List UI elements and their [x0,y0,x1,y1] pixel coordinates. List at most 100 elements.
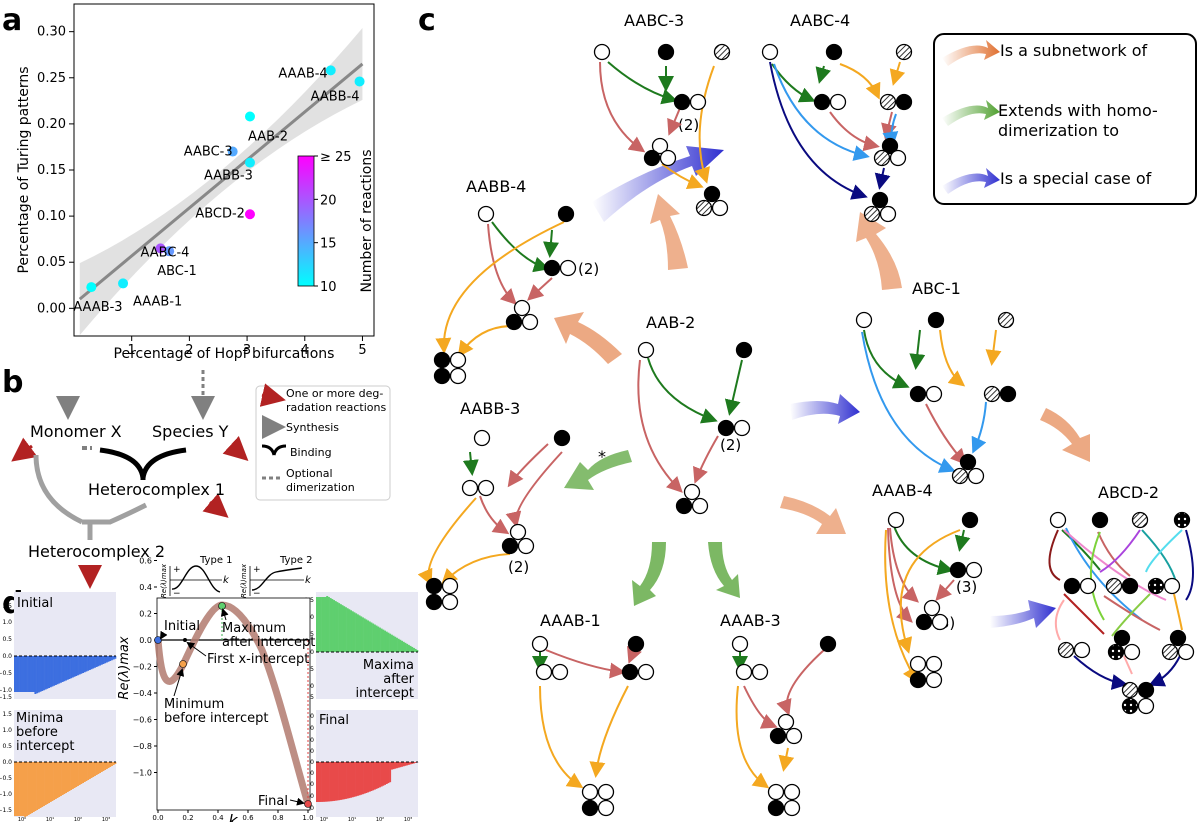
species-node [931,613,949,631]
species-node [713,43,731,61]
point-marker [244,209,255,220]
relation-arrow-green [564,450,632,490]
legend-binding-icon [261,444,287,456]
hist-bar [380,762,383,787]
hist-bar [99,762,101,773]
relation-arrow-green [708,542,740,598]
hist-bar [36,656,39,694]
inset-k: k [223,575,230,586]
species-node [433,367,451,385]
multiplicity: (2) [720,436,741,454]
species-node [813,93,831,111]
hist-bar [76,762,79,786]
hist-bar [58,656,61,684]
y-tick-label: 0.30 [37,25,66,40]
heterocomplex-2-label: Heterocomplex 2 [28,542,165,561]
species-node [597,799,615,817]
hist-bar [29,656,32,692]
hist-bar [70,762,73,790]
hist-bar [365,762,368,793]
colorbar-label: Number of reactions [359,149,375,292]
hist-bar [80,762,83,784]
hist-bar [397,638,400,652]
colorbar-tick-label: ≥ 25 [320,150,352,165]
hist-bar [42,656,45,691]
scatter-point: AABB-4 [311,76,365,104]
hist-bar [51,656,54,687]
hist-bar [37,762,40,809]
point-label: ABC-1 [157,264,197,279]
hist-bar [48,656,50,688]
relation-arrow-green [632,542,666,606]
hist-bar [390,762,393,770]
species-node [1079,577,1097,595]
x-tick-label: 0.8 [272,814,283,822]
hist-bar [375,762,378,789]
hist-bar [324,597,327,652]
hist-bar [317,597,320,652]
species-node [425,577,443,595]
hist-bar [372,623,375,652]
hist-bar [44,656,47,690]
hist-bar [329,762,332,802]
ann-arrow [159,630,168,640]
hist-bar [348,609,351,652]
species-node [711,199,729,217]
hist-bar [95,762,98,775]
species-node [627,635,645,653]
hist-bar [31,762,33,813]
hist-title-1: Minima [16,711,63,726]
hist-bar [319,597,322,652]
species-node [657,43,675,61]
y-tick-label: 0.05 [37,255,66,270]
y-ticks: 0.000.050.100.150.200.250.30 [37,25,74,316]
hist-bar [375,625,378,652]
hist-bar [75,656,78,676]
hist-bar [36,762,39,810]
species-node [593,43,611,61]
hist-bar [387,632,390,652]
hist-bar [322,762,325,802]
hist-bar [90,656,93,670]
hist-title-1: Maxima [363,658,414,673]
species-node [703,185,721,203]
species-node [777,713,795,731]
colorbar [297,155,315,287]
species-node [449,351,467,369]
ann-min-2: before intercept [164,711,268,726]
hist-bar [48,762,50,803]
hist-bar [58,762,61,797]
hist-bar [63,656,66,682]
hist-bar [373,624,376,652]
tick-label: 0.5 [2,636,12,643]
hist-bar [341,762,344,800]
hist-bar [92,656,95,669]
species-node [1091,511,1109,529]
species-node [543,259,561,277]
point-label: ABCD-2 [195,206,245,221]
scatter-point: ABCD-2 [195,206,255,221]
net-label-aabc3: AABC-3 [624,11,684,30]
hist-bar [66,762,69,792]
hist-bar [95,656,98,667]
species-node [1121,697,1139,715]
hist-bar [22,762,25,816]
hist-bar [17,656,20,692]
species-node [1105,577,1123,595]
y-tick-label: 0.4 [139,583,152,592]
hist-bar [53,762,56,800]
species-node [441,577,459,595]
ann-arrow [186,641,207,657]
hist-bar [378,762,381,788]
hist-bar [346,762,349,799]
hist-bar [399,639,402,652]
species-node [879,93,897,111]
species-node [825,43,843,61]
hist-bar [370,622,373,652]
panel-letter-c: c [418,3,436,38]
species-node [637,341,655,359]
hist-bar [14,656,16,692]
hist-bar [394,636,397,652]
network-edges [417,61,1194,789]
